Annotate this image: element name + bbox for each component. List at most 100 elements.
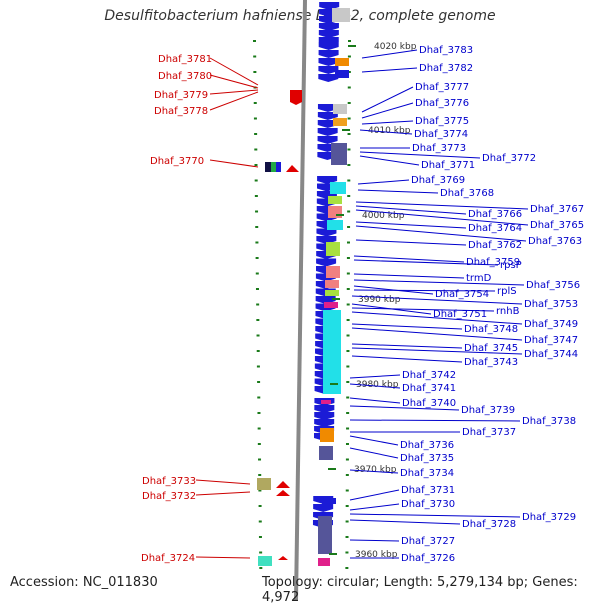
label-leader-line	[351, 343, 463, 349]
feature-block	[321, 400, 331, 404]
track-tick-dot	[255, 226, 259, 228]
label-leader-line	[349, 405, 460, 411]
right-gene-label: trmD	[466, 273, 492, 284]
label-leader-line	[353, 289, 496, 292]
track-tick-dot	[254, 133, 258, 135]
right-gene-label: Dhaf_3737	[462, 427, 516, 438]
left-gene-label: Dhaf_3780	[158, 71, 212, 82]
track-tick-dot	[345, 567, 349, 569]
label-leader-line	[357, 179, 410, 185]
track-tick-dot	[257, 443, 261, 445]
gene-arrow	[318, 23, 339, 31]
track-tick-dot	[346, 241, 350, 244]
label-leader-line	[349, 519, 461, 525]
label-leader-line	[349, 397, 401, 404]
track-tick-dot	[255, 241, 259, 244]
kbp-marker-label: 3980 kbp	[356, 380, 399, 390]
track-tick-dot	[347, 71, 351, 73]
track-tick-dot	[347, 117, 351, 120]
label-leader-line	[351, 347, 523, 355]
track-tick-dot	[253, 55, 257, 58]
right-gene-label: Dhaf_3763	[528, 236, 582, 247]
feature-block	[318, 558, 330, 566]
label-leader-line	[355, 225, 527, 242]
label-leader-line	[355, 221, 467, 229]
right-gene-label: Dhaf_3744	[524, 349, 578, 360]
gene-arrow	[317, 136, 338, 144]
track-tick-dot	[347, 55, 351, 58]
gene-arrow	[314, 419, 335, 427]
label-leader-line	[349, 469, 399, 474]
track-tick-dot	[254, 164, 258, 166]
gene-arrow	[318, 58, 339, 66]
right-gene-label: Dhaf_3767	[530, 204, 584, 215]
feature-block	[335, 58, 349, 66]
right-gene-label: Dhaf_3738	[522, 416, 576, 427]
track-tick-dot	[258, 474, 262, 476]
track-tick-dot	[345, 458, 349, 461]
feature-block	[271, 162, 276, 172]
gene-arrow	[316, 258, 337, 267]
track-tick-dot	[259, 551, 263, 554]
gene-arrow	[318, 42, 339, 50]
track-tick-dot	[345, 520, 349, 523]
right-gene-label: Dhaf_3771	[421, 160, 475, 171]
label-leader-line	[353, 259, 499, 266]
label-leader-line	[349, 447, 399, 459]
right-gene-label: Dhaf_3726	[401, 553, 455, 564]
right-gene-label: rplS	[497, 286, 517, 297]
track-tick-dot	[256, 365, 260, 368]
track-tick-dot	[347, 195, 351, 197]
track-tick-dot	[347, 179, 351, 182]
track-tick-dot	[348, 40, 351, 42]
right-gene-label: Dhaf_3759	[466, 257, 520, 268]
track-tick-dot	[255, 288, 259, 290]
track-tick-dot	[347, 133, 351, 135]
track-tick-dot	[347, 102, 351, 104]
label-leader-line	[361, 120, 414, 125]
right-gene-label: Dhaf_3766	[468, 209, 522, 220]
track-tick-dot	[254, 179, 258, 182]
gene-arrow	[314, 405, 335, 413]
right-gene-label: Dhaf_3773	[412, 143, 466, 154]
feature-block	[326, 242, 340, 256]
gene-arrow	[317, 120, 338, 128]
right-gene-label: Dhaf_3776	[415, 98, 469, 109]
label-leader-line	[351, 295, 523, 305]
track-tick-dot	[258, 536, 262, 538]
feature-block	[328, 196, 342, 204]
right-gene-label: Dhaf_3735	[400, 453, 454, 464]
label-leader-line	[209, 89, 259, 95]
kbp-marker-label: 3970 kbp	[354, 465, 397, 475]
right-gene-label: Dhaf_3731	[401, 485, 455, 496]
right-gene-label: Dhaf_3745	[464, 343, 518, 354]
gene-arrow	[318, 30, 339, 38]
label-leader-line	[355, 205, 467, 215]
label-leader-line	[359, 155, 420, 166]
left-gene-label: Dhaf_3733	[142, 476, 196, 487]
feature-block	[320, 428, 334, 442]
label-leader-line	[349, 383, 401, 389]
gene-arrow	[318, 74, 339, 82]
left-gene-label: Dhaf_3779	[154, 90, 208, 101]
track-tick-dot	[259, 567, 263, 569]
gene-arrow	[317, 128, 338, 136]
label-leader-line	[361, 86, 414, 113]
label-leader-line	[209, 57, 259, 86]
right-gene-label: Dhaf_3777	[415, 82, 469, 93]
track-tick-dot	[346, 365, 350, 368]
right-gene-label: Dhaf_3740	[402, 398, 456, 409]
label-leader-line	[353, 279, 525, 286]
label-leader-line	[349, 539, 400, 542]
gene-arrow	[314, 412, 335, 420]
label-leader-line	[355, 239, 467, 246]
topology-text: Topology: circular; Length: 5,279,134 bp…	[262, 575, 578, 605]
label-leader-line	[359, 129, 413, 135]
right-gene-label: Dhaf_3730	[401, 499, 455, 510]
right-gene-label: Dhaf_3756	[526, 280, 580, 291]
track-tick-dot	[256, 303, 260, 306]
track-tick-dot	[346, 334, 350, 337]
kbp-marker-label: 3990 kbp	[358, 295, 401, 305]
feature-block	[327, 220, 343, 230]
